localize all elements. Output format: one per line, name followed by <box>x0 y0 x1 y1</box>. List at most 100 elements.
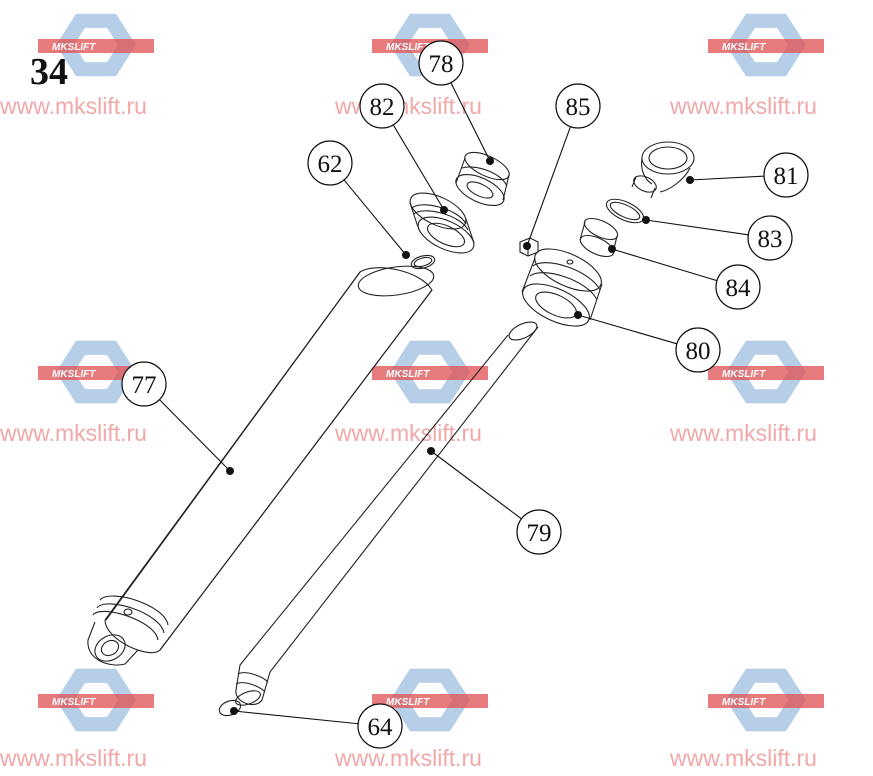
watermark-url-text: www.mkslift.ru <box>334 93 482 119</box>
watermark-logo-text: MKSLIFT <box>386 697 430 708</box>
watermark-logo-text: MKSLIFT <box>386 369 430 380</box>
callout-leader-line <box>611 248 718 282</box>
watermark-logo-banner <box>372 694 488 708</box>
callout-leader-line <box>392 124 445 211</box>
watermark-logo-banner <box>708 694 824 708</box>
watermark-logo-text: MKSLIFT <box>52 697 96 708</box>
watermark: MKSLIFT www.mkslift.ru <box>334 668 488 771</box>
cylinder-head-drawing <box>521 248 603 327</box>
callout-anchor-dot <box>226 467 234 475</box>
cylinder-barrel-drawing <box>87 265 435 666</box>
callout-label: 81 <box>774 163 799 190</box>
callout-label: 64 <box>368 714 394 741</box>
callout-84: 84 <box>608 245 761 310</box>
callout-label: 82 <box>370 94 395 121</box>
callout-anchor-dot <box>608 245 616 253</box>
watermark-logo-banner <box>708 366 824 380</box>
watermark: MKSLIFT www.mkslift.ru <box>0 668 154 771</box>
callout-label: 80 <box>686 338 711 365</box>
watermark-url-text: www.mkslift.ru <box>0 93 147 119</box>
callout-anchor-dot <box>486 157 494 165</box>
callout-anchor-dot <box>686 176 694 184</box>
callout-label: 85 <box>566 94 591 121</box>
watermark-logo-banner <box>372 366 488 380</box>
callout-bubble <box>418 40 464 86</box>
callout-bubble <box>715 264 761 310</box>
gland-nut-drawing <box>409 192 475 254</box>
watermark-logo-text: MKSLIFT <box>722 697 766 708</box>
callout-bubble <box>359 83 405 129</box>
watermark-url-text: www.mkslift.ru <box>669 420 817 446</box>
watermark-url-text: www.mkslift.ru <box>669 745 817 771</box>
watermark-logo-text: MKSLIFT <box>52 369 96 380</box>
callout-bubble <box>516 509 562 555</box>
watermark-layer: MKSLIFTwww.mkslift.ruMKSLIFTwww.mkslift.… <box>0 13 824 771</box>
watermark-url-text: www.mkslift.ru <box>334 745 482 771</box>
callout-leader-line <box>159 399 231 472</box>
callout-leader-line <box>343 179 407 256</box>
callout-anchor-dot <box>523 242 531 250</box>
callout-bubble <box>357 703 403 749</box>
callout-64: 64 <box>230 703 403 749</box>
watermark-logo-text: MKSLIFT <box>52 42 96 53</box>
retaining-ring-drawing <box>410 254 436 270</box>
callout-leader-line <box>526 126 571 247</box>
watermark-url-text: www.mkslift.ru <box>0 745 147 771</box>
callout-leader-line <box>577 314 678 345</box>
callout-label: 78 <box>429 51 454 78</box>
callout-bubble <box>747 215 793 261</box>
callout-anchor-dot <box>230 707 238 715</box>
bushing-drawing <box>579 217 619 258</box>
snap-ring-drawing <box>218 699 242 717</box>
callout-83: 83 <box>642 215 793 261</box>
callout-anchor-dot <box>642 216 650 224</box>
callout-anchor-dot <box>574 311 582 319</box>
callout-bubble <box>307 140 353 186</box>
callout-anchor-dot <box>427 447 435 455</box>
watermark: MKSLIFT www.mkslift.ru <box>669 340 824 446</box>
callout-leader-line <box>233 710 359 725</box>
watermark: MKSLIFT www.mkslift.ru <box>669 13 824 119</box>
page-number: 34 <box>30 51 68 93</box>
watermark: MKSLIFT www.mkslift.ru <box>334 13 488 119</box>
watermark-logo-banner <box>38 39 154 53</box>
callout-label: 83 <box>758 226 783 253</box>
callout-label: 77 <box>132 372 157 399</box>
watermark-url-text: www.mkslift.ru <box>334 420 482 446</box>
callout-label: 84 <box>726 275 752 302</box>
watermark: MKSLIFT www.mkslift.ru <box>669 668 824 771</box>
callout-anchor-dot <box>402 251 410 259</box>
piston-seal-drawing <box>455 151 510 207</box>
callout-leader-line <box>450 82 491 162</box>
callout-85: 85 <box>523 83 601 250</box>
callout-leader-line <box>430 450 522 520</box>
callout-anchor-dot <box>440 206 448 214</box>
callout-78: 78 <box>418 40 494 165</box>
watermark-logo-banner <box>708 39 824 53</box>
callout-label: 62 <box>318 151 343 178</box>
piston-rod-drawing <box>235 321 539 706</box>
callout-bubble <box>555 83 601 129</box>
watermark: MKSLIFT www.mkslift.ru <box>334 340 488 446</box>
callout-82: 82 <box>359 83 448 214</box>
watermark-logo-text: MKSLIFT <box>722 369 766 380</box>
callout-leader-line <box>689 175 765 181</box>
callout-bubble <box>121 361 167 407</box>
o-ring-drawing <box>605 198 645 224</box>
watermark-url-text: www.mkslift.ru <box>669 93 817 119</box>
callout-leader-line <box>645 219 749 236</box>
callout-77: 77 <box>121 361 234 475</box>
watermark-logo-text: MKSLIFT <box>722 42 766 53</box>
callout-80: 80 <box>574 311 721 373</box>
watermark: MKSLIFT www.mkslift.ru <box>0 13 154 119</box>
callout-bubble <box>763 152 809 198</box>
watermark-logo-banner <box>38 694 154 708</box>
callout-label: 79 <box>527 520 552 547</box>
watermark-logo-text: MKSLIFT <box>386 42 430 53</box>
callout-bubble <box>675 327 721 373</box>
callout-79: 79 <box>427 447 562 555</box>
callout-62: 62 <box>307 140 410 259</box>
elbow-fitting-drawing <box>631 141 695 199</box>
